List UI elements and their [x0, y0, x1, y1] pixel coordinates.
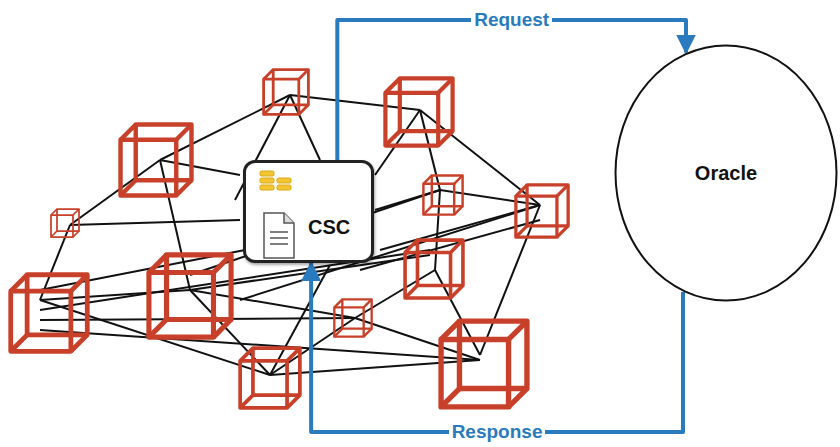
network-cubes — [11, 70, 568, 408]
oracle-circle: Oracle — [614, 44, 838, 302]
node-label: Oracle — [695, 162, 757, 185]
contract-box: CSC — [243, 160, 374, 263]
edge-label: Request — [471, 9, 552, 31]
node-label: CSC — [308, 216, 350, 239]
connector-arrow — [311, 263, 683, 432]
edge-label: Response — [449, 421, 546, 443]
network-links — [40, 95, 540, 375]
